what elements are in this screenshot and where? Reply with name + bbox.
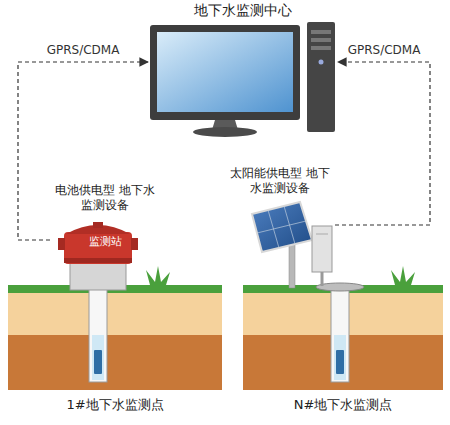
solar-device bbox=[252, 202, 332, 288]
dashed-connector bbox=[335, 62, 430, 225]
computer-node: 地下水监测中心 bbox=[148, 2, 338, 140]
device-node: 太阳能供电型 地下水监测设备 bbox=[225, 166, 335, 284]
node-title: 地下水监测中心 bbox=[148, 2, 338, 20]
device-label: 太阳能供电型 地下水监测设备 bbox=[225, 166, 335, 196]
battery-device bbox=[58, 222, 138, 290]
edge-label: GPRS/CDMA bbox=[345, 43, 424, 57]
device-plate: 监测站 bbox=[70, 235, 140, 249]
dashed-connector bbox=[18, 62, 148, 240]
ground-right bbox=[243, 266, 443, 390]
site-label: N#地下水监测点 bbox=[243, 396, 443, 414]
well-right bbox=[316, 283, 364, 382]
device-label: 电池供电型 地下水监测设备 bbox=[50, 183, 160, 213]
computer bbox=[150, 22, 335, 137]
device-node: 电池供电型 地下水监测设备监测站 bbox=[50, 183, 160, 291]
well-left bbox=[89, 288, 107, 382]
edge-label: GPRS/CDMA bbox=[44, 43, 123, 57]
site-label: 1#地下水监测点 bbox=[8, 396, 222, 414]
